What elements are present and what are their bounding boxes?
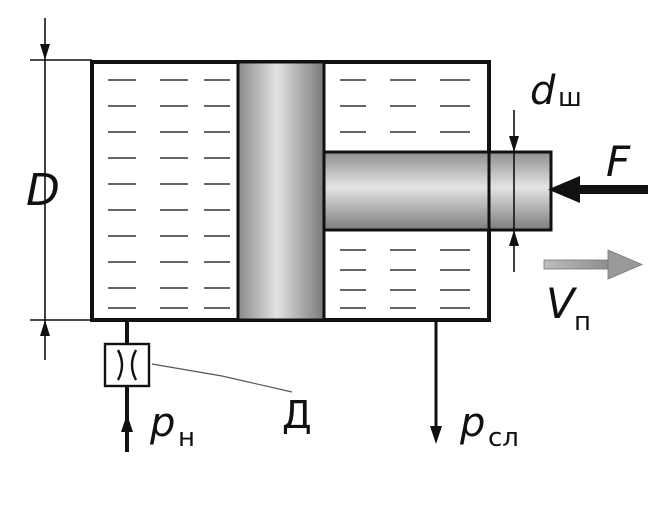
fluid-right-chamber bbox=[340, 79, 470, 309]
label-d-sh-subscript: ш bbox=[558, 83, 582, 113]
force-arrow bbox=[548, 176, 648, 203]
label-V-subscript: п bbox=[574, 307, 591, 337]
diameter-D-dimension bbox=[30, 18, 92, 360]
label-V: V bbox=[546, 279, 578, 328]
drain-line bbox=[430, 320, 442, 444]
label-F: F bbox=[606, 137, 631, 186]
label-D: D bbox=[26, 165, 60, 216]
fluid-left-chamber bbox=[108, 79, 230, 309]
throttle-icon bbox=[103, 342, 151, 388]
throttle-leader-line bbox=[151, 363, 293, 393]
piston-rod bbox=[322, 150, 553, 232]
velocity-arrow bbox=[543, 249, 644, 280]
label-p-n: p bbox=[149, 400, 175, 446]
rod-diameter-dimension bbox=[509, 110, 519, 272]
label-d-sh: d bbox=[530, 68, 556, 114]
label-p-n-subscript: н bbox=[178, 423, 195, 453]
piston bbox=[236, 60, 326, 322]
label-throttle: Д bbox=[282, 393, 312, 437]
inlet-line bbox=[121, 320, 133, 452]
label-p-sl: p bbox=[459, 400, 485, 446]
label-p-sl-subscript: сл bbox=[488, 423, 519, 453]
